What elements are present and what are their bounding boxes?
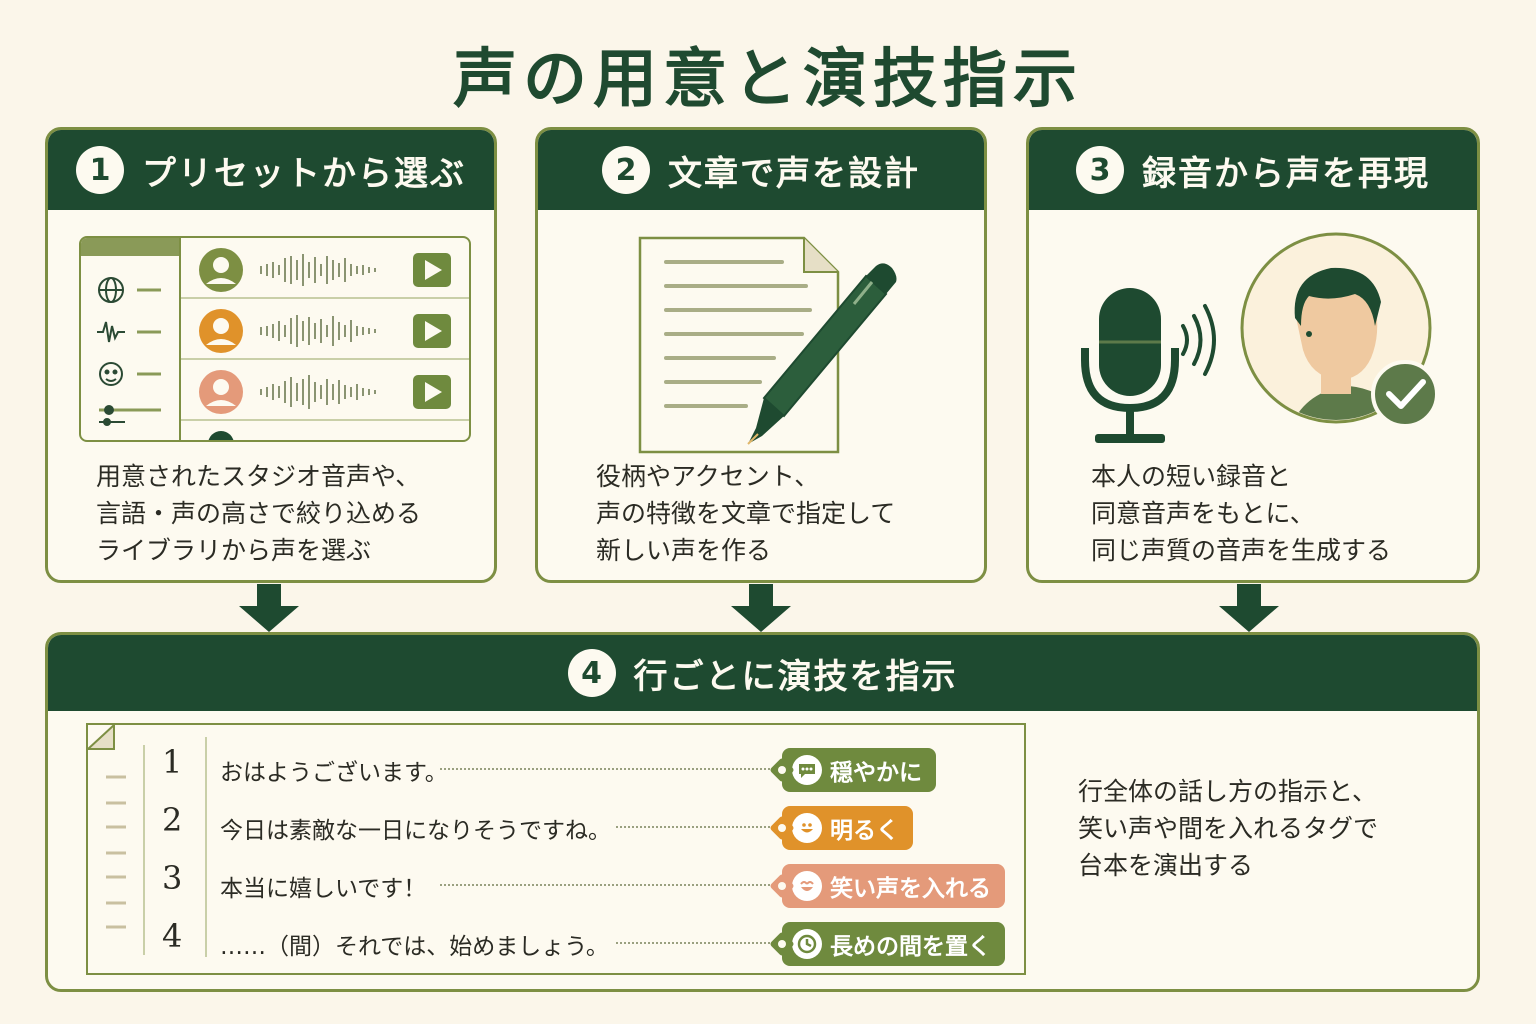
script-sheet: 1 おはようございます。 穏やかに 2 今日は素敵な一日になりそうですね。 明る… [86, 723, 1026, 975]
panel-title: 行ごとに演技を指示 [633, 656, 958, 697]
face-icon [99, 362, 161, 386]
direction-tag[interactable]: 明るく [769, 806, 913, 850]
check-icon [1371, 360, 1439, 428]
waveform-icon [97, 321, 161, 343]
panel-preset: 1 プリセットから選ぶ [45, 127, 497, 583]
filter-sidebar [81, 238, 181, 440]
slider-icon [99, 405, 161, 426]
panel-description: 用意されたスタジオ音声や、 言語・声の高さで絞り込める ライブラリから声を選ぶ [96, 462, 422, 565]
direction-tag[interactable]: 笑い声を入れる [769, 864, 1005, 908]
speech-bubble-icon [792, 755, 822, 785]
script-line[interactable]: 4 ……（間）それでは、始めましょう。 長めの間を置く [88, 909, 1024, 967]
step-number: 4 [567, 649, 616, 697]
panel-title: 録音から声を再現 [1142, 153, 1430, 194]
panel-header: 3 録音から声を再現 [1029, 130, 1477, 210]
line-text: 今日は素敵な一日になりそうですね。 [220, 818, 611, 844]
step-number: 2 [602, 146, 650, 194]
line-text: おはようございます。 [220, 760, 448, 786]
script-line[interactable]: 3 本当に嬉しいです！ 笑い声を入れる [88, 851, 1024, 909]
panel-title: 文章で声を設計 [668, 153, 920, 194]
script-line[interactable]: 1 おはようございます。 穏やかに [88, 735, 1024, 793]
recording-illustration [1081, 232, 1439, 443]
line-number: 2 [162, 801, 183, 839]
voice-library-illustration [79, 236, 471, 442]
page-title: 声の用意と演技指示 [453, 43, 1083, 117]
down-arrow-icon [731, 584, 791, 632]
microphone-icon [1081, 288, 1179, 443]
voice-row[interactable] [181, 360, 469, 421]
panel-description: 本人の短い録音と 同意音声をもとに、 同じ声質の音声を生成する [1091, 462, 1392, 565]
panel-description: 行全体の話し方の指示と、 笑い声や間を入れるタグで 台本を演出する [1078, 777, 1379, 880]
direction-tag[interactable]: 穏やかに [769, 748, 936, 792]
panel-header: 1 プリセットから選ぶ [48, 130, 494, 210]
panel-header: 4 行ごとに演技を指示 [48, 635, 1477, 711]
panel-voice-clone: 3 録音から声を再現 [1026, 127, 1480, 583]
direction-tag[interactable]: 長めの間を置く [769, 922, 1005, 966]
voice-row[interactable] [181, 299, 469, 360]
line-text: 本当に嬉しいです！ [220, 876, 427, 902]
step-number: 3 [1076, 146, 1124, 194]
pen-icon [747, 263, 897, 445]
panel-description: 役柄やアクセント、 声の特徴を文章で指定して 新しい声を作る [596, 462, 896, 565]
clock-icon [792, 929, 822, 959]
laugh-icon [792, 871, 822, 901]
voice-row[interactable] [181, 238, 469, 299]
globe-icon [98, 277, 161, 303]
line-number: 4 [162, 917, 183, 955]
line-number: 1 [162, 743, 183, 781]
down-arrow-icon [1219, 584, 1279, 632]
line-number: 3 [162, 859, 183, 897]
sound-wave-icon [1181, 304, 1216, 376]
down-arrow-icon [239, 584, 299, 632]
script-line[interactable]: 2 今日は素敵な一日になりそうですね。 明るく [88, 793, 1024, 851]
line-text: ……（間）それでは、始めましょう。 [220, 934, 609, 960]
panel-header: 2 文章で声を設計 [538, 130, 984, 210]
panel-text-design: 2 文章で声を設計 役柄やアクセント、 声の特徴を文章で指定して 新しい声を作る [535, 127, 987, 583]
document-pen-icon [638, 236, 897, 454]
smile-icon [792, 813, 822, 843]
panel-title: プリセットから選ぶ [142, 153, 466, 194]
step-number: 1 [76, 146, 124, 194]
panel-line-direction: 4 行ごとに演技を指示 1 おはようございます。 穏やかに 2 今日は素敵な一日… [45, 632, 1480, 992]
